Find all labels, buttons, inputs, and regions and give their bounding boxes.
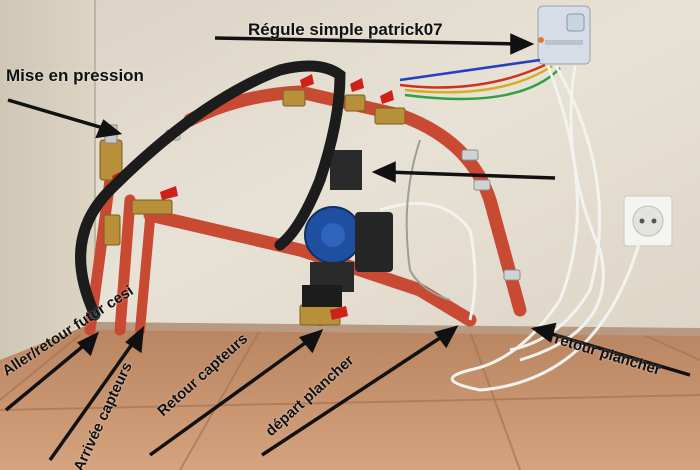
label-mise-en-pression: Mise en pression [6,66,144,85]
control-wires [399,58,561,101]
black-hose [75,60,346,321]
white-cables [379,65,642,392]
electric-outlet [623,195,673,247]
annotation-arrows [4,33,691,462]
left-wall [0,0,95,360]
label-regule: Régule simple patrick07 [248,20,443,39]
brass-fittings [99,89,406,326]
circulation-pump [302,150,393,307]
controller-box [537,5,591,65]
